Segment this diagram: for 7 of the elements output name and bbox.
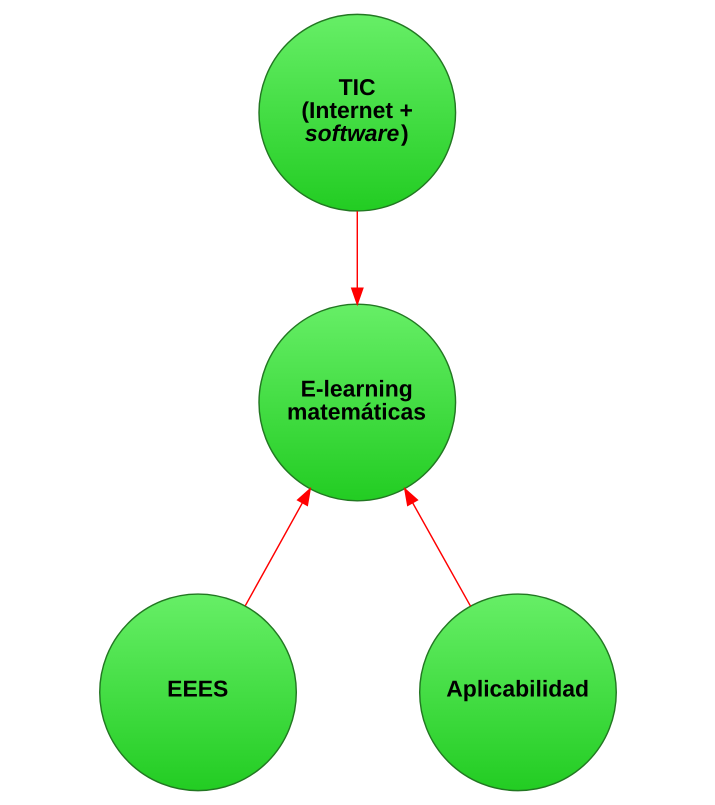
arrow	[350, 211, 364, 306]
node-circle: Aplicabilidad	[418, 593, 616, 792]
arrow	[403, 486, 471, 607]
arrow	[244, 486, 311, 606]
node-circle: EEES	[98, 593, 297, 792]
node-circle: E-learning matemáticas	[258, 304, 456, 502]
node-circle: TIC (Internet + software)	[258, 14, 456, 212]
